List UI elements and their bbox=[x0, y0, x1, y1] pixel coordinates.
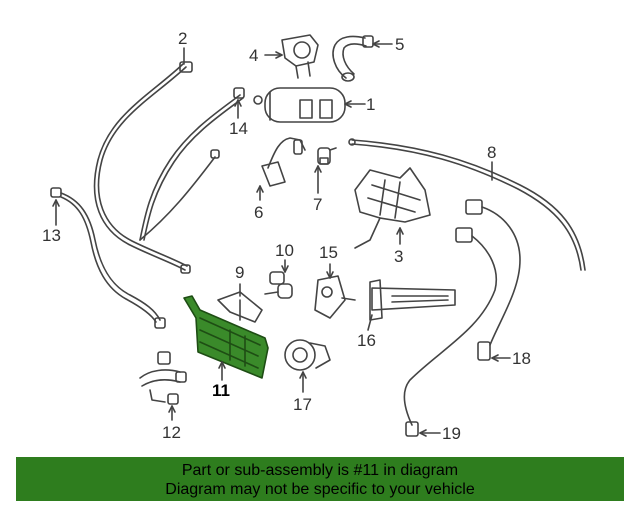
part-4-valve[interactable] bbox=[281, 34, 319, 79]
part-8-line[interactable] bbox=[348, 138, 586, 271]
banner-line-1: Part or sub-assembly is #11 in diagram bbox=[181, 462, 459, 479]
callout-3[interactable]: 3 bbox=[394, 247, 403, 266]
part-9-bracket[interactable] bbox=[217, 291, 263, 323]
callout-17[interactable]: 17 bbox=[293, 395, 312, 414]
callout-8[interactable]: 8 bbox=[487, 143, 496, 162]
part-3-bracket[interactable] bbox=[354, 167, 431, 249]
part-7-connector[interactable] bbox=[317, 147, 337, 165]
callout-2[interactable]: 2 bbox=[178, 29, 187, 48]
callout-6[interactable]: 6 bbox=[254, 203, 263, 222]
part-15-sensor[interactable] bbox=[314, 275, 356, 319]
leader-lines bbox=[52, 40, 511, 437]
callout-9[interactable]: 9 bbox=[235, 263, 244, 282]
part-5-elbow[interactable] bbox=[332, 35, 374, 82]
callout-19[interactable]: 19 bbox=[442, 424, 461, 443]
callout-4[interactable]: 4 bbox=[249, 46, 258, 65]
part-13-hose[interactable] bbox=[50, 187, 166, 329]
callout-14[interactable]: 14 bbox=[229, 119, 248, 138]
part-17-pump[interactable] bbox=[284, 339, 331, 371]
part-11-heat-shield[interactable] bbox=[183, 295, 269, 379]
callout-16[interactable]: 16 bbox=[357, 331, 376, 350]
banner-line-2: Diagram may not be specific to your vehi… bbox=[165, 481, 475, 498]
callout-15[interactable]: 15 bbox=[319, 243, 338, 262]
part-16-rail[interactable] bbox=[369, 279, 456, 321]
parts-diagram: 1 2 3 4 5 6 7 8 9 10 11 12 13 14 15 16 1… bbox=[42, 29, 586, 443]
callout-11[interactable]: 11 bbox=[212, 381, 230, 400]
part-6-pipe[interactable] bbox=[261, 137, 306, 187]
part-18-sensor[interactable] bbox=[465, 199, 521, 361]
info-banner: Part or sub-assembly is #11 in diagram D… bbox=[16, 457, 624, 501]
part-19-sensor[interactable] bbox=[403, 227, 497, 437]
callout-7[interactable]: 7 bbox=[313, 195, 322, 214]
callout-1[interactable]: 1 bbox=[366, 95, 375, 114]
callout-13[interactable]: 13 bbox=[42, 226, 61, 245]
part-10-valve[interactable] bbox=[264, 271, 293, 299]
part-1-canister[interactable] bbox=[253, 87, 346, 123]
part-12-hose[interactable] bbox=[139, 351, 187, 405]
part-2-hose[interactable] bbox=[93, 61, 193, 274]
part-14-line[interactable] bbox=[139, 87, 245, 241]
callout-5[interactable]: 5 bbox=[395, 35, 404, 54]
callout-18[interactable]: 18 bbox=[512, 349, 531, 368]
callout-12[interactable]: 12 bbox=[162, 423, 181, 442]
callout-10[interactable]: 10 bbox=[275, 241, 294, 260]
callout-numbers: 1 2 3 4 5 6 7 8 9 10 11 12 13 14 15 16 1… bbox=[42, 29, 531, 443]
